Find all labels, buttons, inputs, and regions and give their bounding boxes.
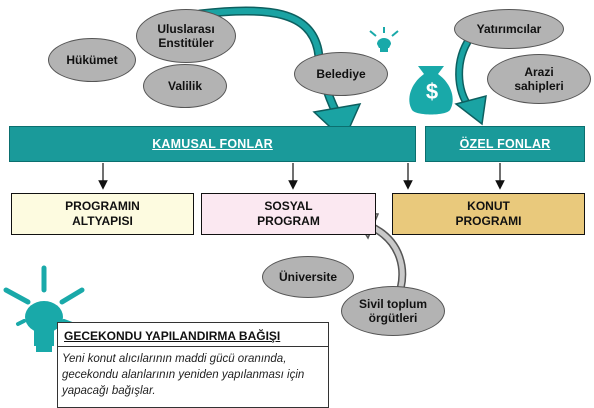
curved-arrow-icon (454, 34, 487, 126)
ellipse-uluslararasi: Uluslarası Enstitüler (136, 9, 236, 63)
donation-note: GECEKONDU YAPILANDIRMA BAĞIŞI Yeni konut… (57, 322, 329, 408)
box-sosyal-program: SOSYAL PROGRAM (201, 193, 376, 235)
note-body: Yeni konut alıcılarının maddi gücü oranı… (62, 353, 305, 397)
ellipse-yatirimcilar: Yatırımcılar (454, 9, 564, 49)
box-konut-programi: KONUT PROGRAMI (392, 193, 585, 235)
box-programin-altyapisi: PROGRAMIN ALTYAPISI (11, 193, 194, 235)
down-arrow-icon (98, 163, 505, 190)
note-title: GECEKONDU YAPILANDIRMA BAĞIŞI (64, 329, 281, 343)
note-divider (58, 346, 328, 347)
money-bag-icon (409, 66, 453, 115)
ellipse-sivil-toplum: Sivil toplum örgütleri (341, 286, 445, 336)
ellipse-arazi: Arazi sahipleri (487, 54, 591, 104)
bar-ozel-fonlar: ÖZEL FONLAR (425, 126, 585, 162)
ellipse-belediye: Belediye (294, 52, 388, 96)
ellipse-valilik: Valilik (143, 64, 227, 108)
ellipse-hukumet: Hükümet (48, 38, 136, 82)
money-symbol: $ (425, 79, 439, 104)
bar-kamusal-fonlar: KAMUSAL FONLAR (9, 126, 416, 162)
ellipse-universite: Üniversite (262, 256, 354, 298)
lightbulb-icon (369, 27, 399, 52)
